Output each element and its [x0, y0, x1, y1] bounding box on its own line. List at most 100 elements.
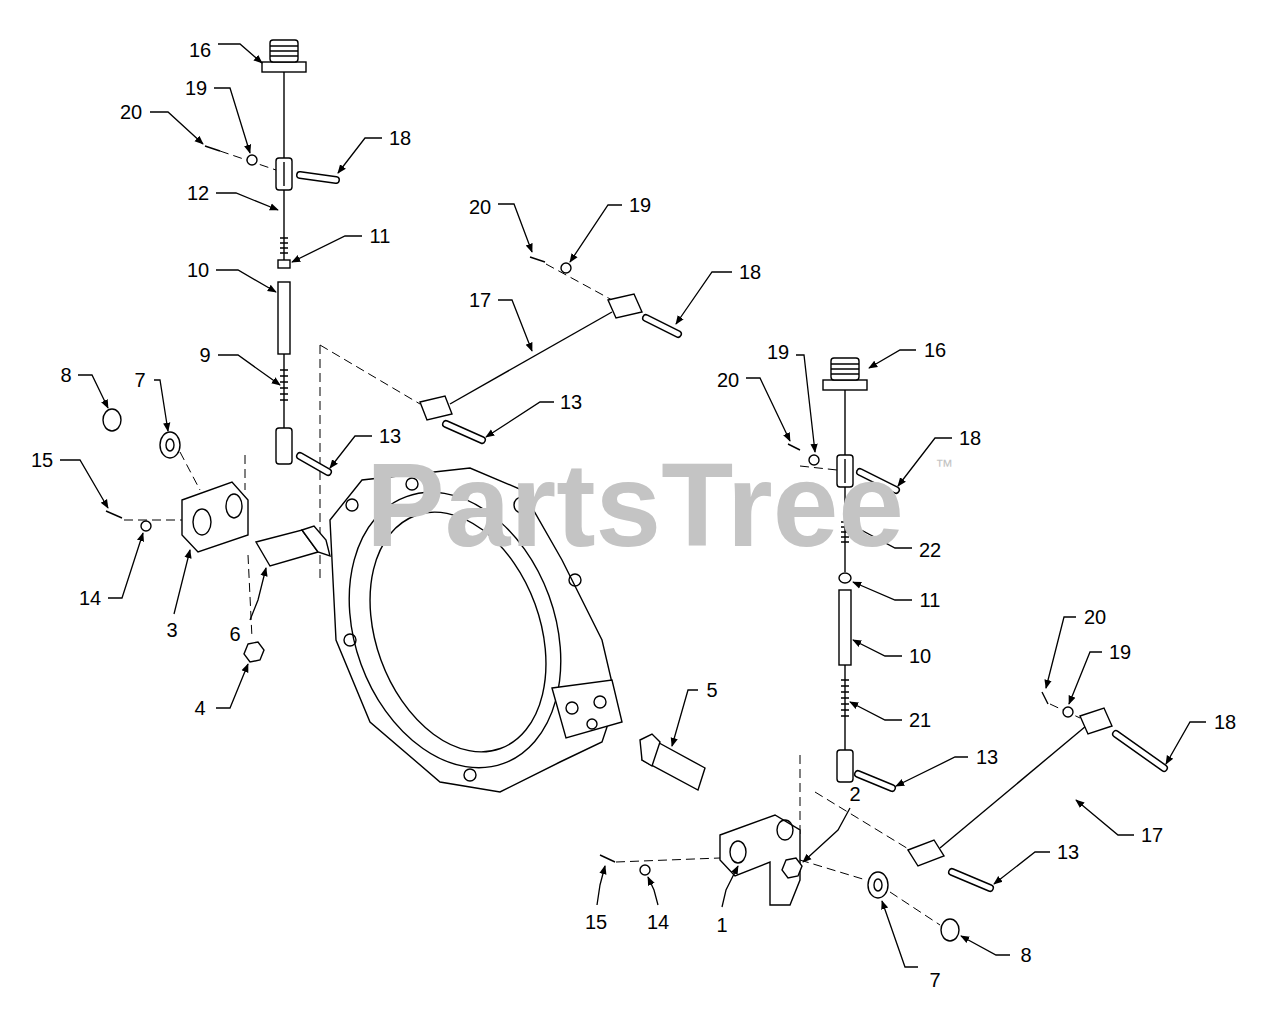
fitting [262, 62, 306, 72]
washer [640, 865, 650, 875]
housing-hole [566, 702, 578, 714]
callout-number: 22 [919, 540, 941, 560]
callout-number: 15 [31, 450, 53, 470]
callout-number: 19 [185, 78, 207, 98]
dashed-line [220, 151, 276, 170]
callout-number: 18 [739, 262, 761, 282]
callout-number: 12 [187, 183, 209, 203]
leader-line [174, 550, 190, 614]
thread-lines [270, 46, 298, 56]
leader-line [746, 378, 790, 441]
callout-number: 3 [166, 620, 177, 640]
clevis-pin [858, 774, 892, 788]
leader-line [882, 901, 918, 967]
callout-number: 13 [976, 747, 998, 767]
housing-hole [587, 719, 597, 729]
dashed-line [546, 264, 612, 300]
upper-rod [420, 257, 678, 440]
leader-line [338, 138, 382, 173]
leader-line [1166, 722, 1206, 764]
cotter-pin [205, 146, 220, 151]
retaining-ring [103, 409, 121, 431]
nut [244, 642, 264, 662]
shaft-hex [640, 734, 660, 766]
housing-hole [594, 696, 606, 708]
thread-lines [831, 364, 859, 374]
right-linkage [788, 358, 896, 788]
callout-number: 15 [585, 912, 607, 932]
leader-line [722, 866, 738, 907]
callout-number: 13 [379, 426, 401, 446]
left-shaft [103, 409, 330, 662]
washer [247, 155, 257, 165]
leader-line [218, 44, 262, 63]
clevis [837, 750, 853, 782]
leader-line [853, 640, 902, 656]
callout-number: 11 [370, 226, 391, 246]
fitting-thread [270, 40, 298, 62]
housing-boss [464, 769, 476, 781]
housing-boss [569, 574, 581, 586]
retaining-ring [941, 919, 959, 941]
washer [1063, 707, 1073, 717]
callout-number: 16 [924, 340, 946, 360]
leader-line [570, 205, 622, 262]
leader-line [672, 690, 698, 746]
dashed-line [180, 452, 200, 490]
clevis-pin [952, 872, 990, 888]
callout-number: 10 [909, 646, 931, 666]
clevis-pin [300, 175, 336, 180]
callout-number: 19 [767, 342, 789, 362]
callout-number: 18 [389, 128, 411, 148]
leader-line [994, 852, 1050, 884]
clevis-pin [858, 774, 892, 788]
washer [868, 872, 888, 898]
jam-nut [839, 573, 851, 583]
leader-line [676, 272, 732, 324]
callout-number: 20 [1084, 607, 1106, 627]
callout-number: 7 [134, 370, 145, 390]
callout-number: 1 [716, 915, 727, 935]
clevis-pin [300, 175, 336, 180]
callout-number: 17 [469, 290, 491, 310]
callout-number: 19 [629, 195, 651, 215]
clevis-pin [1116, 734, 1164, 768]
leader-line [216, 193, 278, 210]
housing-boss [346, 499, 358, 511]
leader-line [796, 355, 815, 452]
lever-hub [730, 841, 746, 863]
cotter-pin [1042, 692, 1048, 704]
lever-hub [777, 820, 793, 840]
rod [940, 726, 1086, 848]
clevis [608, 294, 642, 318]
dashed-line [1050, 704, 1080, 718]
thread-lines [280, 238, 288, 253]
dashed-line [890, 892, 940, 925]
callout-number: 10 [187, 260, 209, 280]
shaft-hex [302, 526, 330, 556]
rod [283, 190, 284, 260]
clevis [420, 396, 452, 420]
rod [283, 72, 284, 158]
cotter-pin [600, 855, 615, 862]
callout-number: 18 [1214, 712, 1236, 732]
callout-number: 14 [79, 588, 101, 608]
leader-line [250, 568, 266, 620]
callout-number: 21 [909, 710, 931, 730]
dashed-line [124, 520, 182, 521]
clevis [1080, 708, 1112, 734]
callout-number: 16 [189, 40, 211, 60]
leader-line [108, 533, 143, 598]
callout-number: 5 [706, 680, 717, 700]
callout-number: 11 [920, 590, 941, 610]
rod [450, 312, 612, 404]
callout-number: 8 [60, 365, 71, 385]
washer-hole [874, 879, 882, 891]
adjuster-tube [839, 590, 851, 665]
leader-lines [60, 44, 1206, 967]
leader-line [78, 375, 108, 408]
leader-line [498, 204, 532, 252]
leader-line [498, 300, 532, 351]
dashed-line [800, 860, 866, 880]
leader-line [803, 808, 850, 862]
